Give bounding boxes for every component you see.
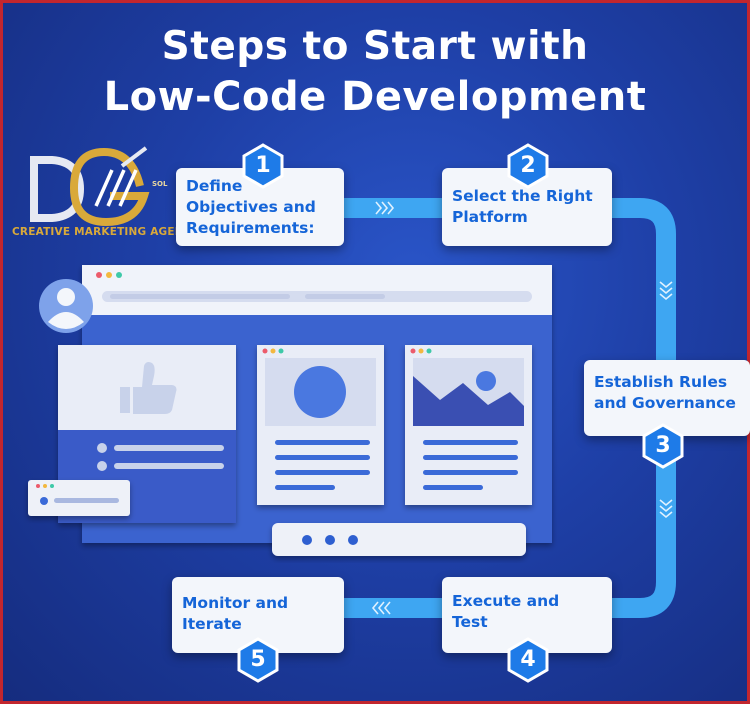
logo-sol-text: SOL bbox=[152, 180, 168, 188]
step-1-label-line: Objectives and bbox=[186, 198, 316, 216]
step-1-number: 1 bbox=[255, 153, 271, 178]
agency-logo bbox=[30, 146, 150, 227]
step-5-badge: 5 bbox=[235, 637, 281, 683]
step-3-card: Establish Rules and Governance bbox=[584, 360, 750, 436]
pagination-bar bbox=[272, 523, 526, 556]
step-4-label-line: Test bbox=[452, 613, 488, 631]
chevron-arrow-icon bbox=[371, 601, 391, 615]
title-line-1: Steps to Start with bbox=[161, 24, 589, 69]
step-5-number: 5 bbox=[250, 647, 266, 672]
step-4-number: 4 bbox=[520, 647, 536, 672]
step-2-badge: 2 bbox=[505, 143, 551, 189]
step-3-label-line: and Governance bbox=[594, 394, 736, 412]
step-5-label-line: Monitor and bbox=[182, 594, 289, 612]
step-3-number: 3 bbox=[655, 433, 671, 458]
step-3-badge: 3 bbox=[640, 423, 686, 469]
step-2-label-line: Platform bbox=[452, 208, 528, 226]
step-2-number: 2 bbox=[520, 153, 536, 178]
image-panel bbox=[405, 345, 532, 505]
step-4-label-line: Execute and bbox=[452, 592, 560, 610]
mountain-image-icon bbox=[413, 371, 524, 426]
step-3-label-line: Establish Rules bbox=[594, 373, 728, 391]
floating-list-card bbox=[28, 480, 130, 516]
step-1-label-line: Define bbox=[186, 177, 243, 195]
title-line-2: Low-Code Development bbox=[103, 74, 647, 120]
chevron-arrow-icon bbox=[659, 281, 673, 301]
step-2-label-line: Select the Right bbox=[452, 187, 593, 205]
user-avatar-icon bbox=[39, 279, 93, 333]
chevron-arrow-icon bbox=[375, 201, 395, 215]
logo-tagline: CREATIVE MARKETING AGENCY bbox=[12, 226, 200, 238]
profile-panel bbox=[257, 345, 384, 505]
step-5-label-line: Iterate bbox=[182, 615, 242, 633]
chevron-arrow-icon bbox=[659, 499, 673, 519]
like-panel bbox=[58, 345, 236, 523]
step-1-badge: 1 bbox=[240, 143, 286, 189]
step-4-badge: 4 bbox=[505, 637, 551, 683]
step-5-card: Monitor and Iterate bbox=[172, 577, 344, 653]
step-1-label-line: Requirements: bbox=[186, 219, 315, 237]
thumbs-up-icon bbox=[120, 362, 177, 414]
